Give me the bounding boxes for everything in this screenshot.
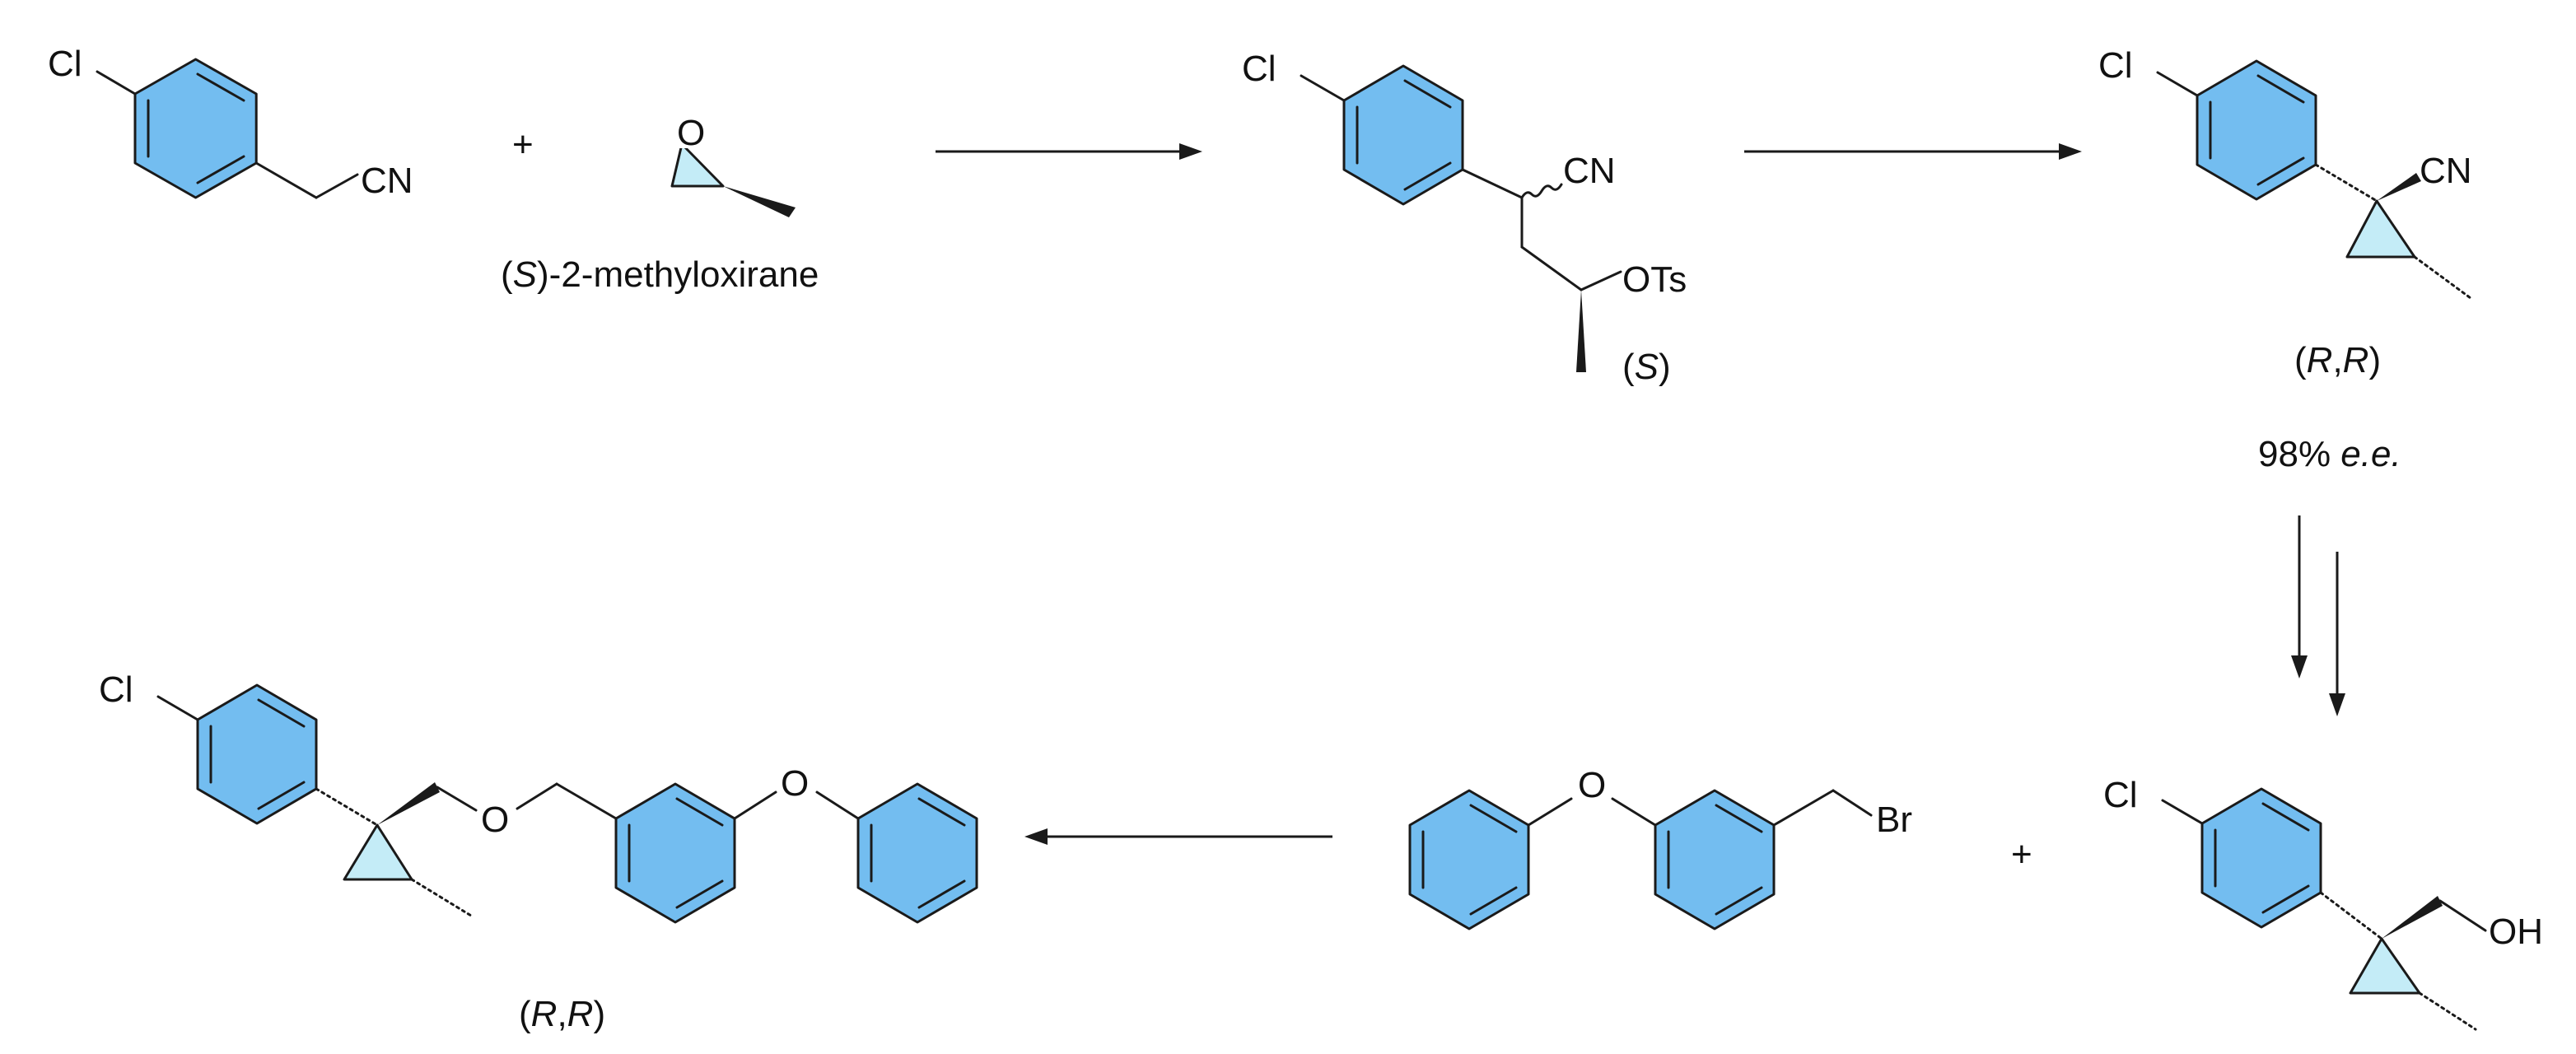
bond-ring-o [733, 790, 777, 820]
benzene-ring-chlorophenyl [196, 683, 318, 825]
atom-oxygen-ether: O [481, 800, 509, 840]
aromatic-double-bonds [870, 797, 966, 909]
wedge-bond-cn [2377, 173, 2421, 201]
atom-oxygen: O [677, 113, 705, 153]
epoxide-name: (S)-2-methyloxirane [501, 254, 819, 295]
atom-nitrile: CN [1563, 151, 1616, 191]
hashed-bond-methyl [2418, 991, 2477, 1031]
bond-ch2-o [436, 786, 478, 812]
benzene-ring [1342, 64, 1464, 206]
plus-sign: + [512, 124, 534, 165]
benzene-ring-phenyl [1408, 789, 1530, 930]
bond-ring-ch2 [254, 161, 318, 199]
benzene-ring [2196, 59, 2317, 201]
molecule-3-phenoxybenzyl-bromide: O Br [1408, 765, 1912, 930]
atom-nitrile: CN [361, 161, 413, 201]
molecule-s-tosylate-nitrile: Cl CN OTs (S) [1242, 49, 1687, 387]
atom-oxygen: O [1578, 765, 1606, 805]
bond-ring-cl [96, 70, 137, 96]
atom-nitrile: CN [2420, 151, 2472, 191]
bond-ch2-oh [2438, 899, 2487, 932]
reaction-arrow-step-2 [1744, 143, 2082, 160]
bond-ch2-cn [315, 173, 359, 199]
stereo-label-rr: (R,R) [2294, 340, 2381, 380]
hashed-bond-methyl [410, 878, 473, 917]
wedge-bond-ch2 [2382, 896, 2443, 939]
bond-o-ch2 [516, 782, 558, 810]
hashed-bond-aryl [2319, 891, 2383, 940]
aromatic-double-bonds [1356, 79, 1452, 191]
bond-ring-cl [156, 695, 199, 721]
atom-chlorine: Cl [2103, 775, 2138, 815]
stereo-label-rr: (R,R) [519, 994, 605, 1034]
wedge-bond-methyl [1576, 290, 1586, 372]
reaction-arrow-step-4 [1024, 828, 1332, 845]
hashed-bond-aryl [2314, 163, 2378, 203]
bond-ring-cl [1300, 74, 1346, 102]
aromatic-double-bonds [2214, 802, 2310, 914]
aromatic-double-bonds [2209, 74, 2305, 186]
wedge-bond-ch2 [377, 782, 440, 825]
wavy-bond-cn [1520, 183, 1563, 199]
benzene-ring-phenyl [856, 782, 978, 924]
atom-oxygen-phenoxy: O [781, 763, 809, 804]
plus-sign: + [2011, 834, 2032, 874]
hashed-bond-aryl [315, 787, 379, 827]
molecule-rr-ether-product: Cl O O (R,R) [99, 669, 978, 1034]
molecule-rr-cyclopropanecarbonitrile: Cl CN (R,R) 98% e.e. [2098, 45, 2472, 474]
benzene-ring [2200, 787, 2322, 929]
bond-ch2-choTs [1520, 245, 1583, 291]
aromatic-double-bonds [1667, 804, 1763, 916]
reaction-arrow-step-1 [936, 143, 1202, 160]
molecule-4-chlorophenylacetonitrile: Cl CN [48, 44, 413, 201]
stereo-label-s: (S) [1622, 347, 1671, 387]
cyclopropane-ring [343, 823, 413, 881]
bond-o-phenyl [815, 790, 860, 820]
benzene-ring-benzyl [1654, 789, 1776, 930]
reaction-arrow-step-3 [2291, 515, 2345, 716]
wedge-bond-methyl [723, 186, 796, 217]
aromatic-double-bonds [628, 797, 724, 909]
bond-ch2-ring [555, 782, 618, 820]
epoxide-ring [670, 142, 725, 188]
bond-ring-ch2 [1772, 789, 1835, 827]
oxygen-label-knockout [675, 107, 708, 148]
cyclopropane-ring [2345, 199, 2416, 259]
benzene-ring-phenoxybenzyl [614, 782, 736, 924]
bond-ring-ch [1461, 168, 1524, 199]
molecule-s-2-methyloxirane: O (S)-2-methyloxirane [501, 107, 819, 295]
benzene-ring [133, 58, 258, 199]
enantiomeric-excess-label: 98% e.e. [2258, 434, 2401, 474]
hashed-bond-methyl [2413, 255, 2472, 300]
atom-chlorine: Cl [1242, 49, 1276, 89]
atom-hydroxyl: OH [2489, 912, 2543, 952]
atom-chlorine: Cl [2098, 45, 2133, 86]
molecule-rr-cyclopropylmethanol: Cl OH [2103, 775, 2543, 1031]
bond-ring-cl [2161, 799, 2204, 825]
atom-tosylate: OTs [1622, 259, 1687, 300]
bond-ch2-br [1832, 789, 1873, 817]
aromatic-double-bonds [1421, 804, 1518, 916]
bond-ch-ots [1580, 270, 1622, 291]
atom-bromine: Br [1876, 800, 1912, 840]
bond-o-aryl [1611, 797, 1657, 827]
cyclopropane-ring [2349, 937, 2421, 995]
atom-chlorine: Cl [99, 669, 133, 710]
bond-ring-cl [2156, 71, 2199, 97]
atom-chlorine: Cl [48, 44, 82, 84]
aromatic-double-bonds [209, 698, 306, 810]
bond-phenyl-o [1527, 797, 1573, 827]
aromatic-double-bonds [147, 72, 245, 184]
